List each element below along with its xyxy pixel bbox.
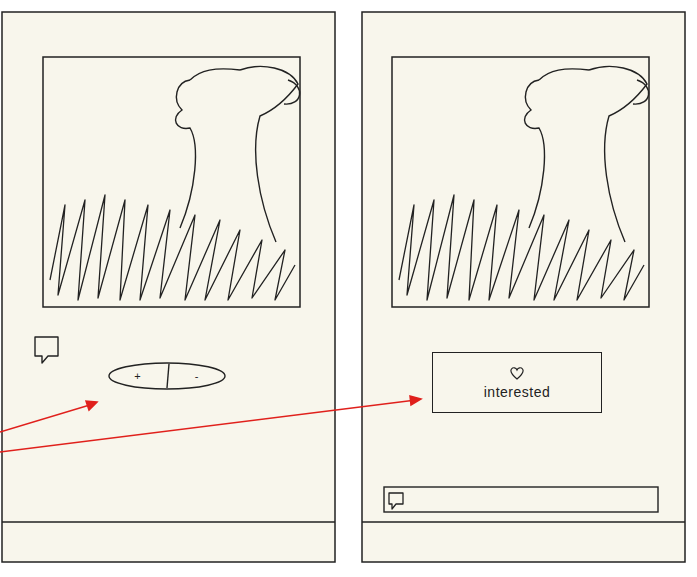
photo-sketch <box>43 57 300 307</box>
phone-frame <box>2 12 335 562</box>
plus-label: + <box>108 362 167 390</box>
toggle-pill: +- <box>108 362 226 390</box>
callout-arrow <box>0 396 421 452</box>
button-label: interested <box>484 384 550 400</box>
minus-label: - <box>167 362 226 390</box>
heart-icon <box>509 366 525 381</box>
interest-button: interested <box>432 352 602 413</box>
photo-sketch <box>392 57 649 307</box>
comment-bar <box>384 487 658 512</box>
comment-icon <box>35 337 58 363</box>
pill-outline <box>108 362 226 390</box>
phone-frame <box>362 12 685 562</box>
comment-icon <box>389 493 403 509</box>
